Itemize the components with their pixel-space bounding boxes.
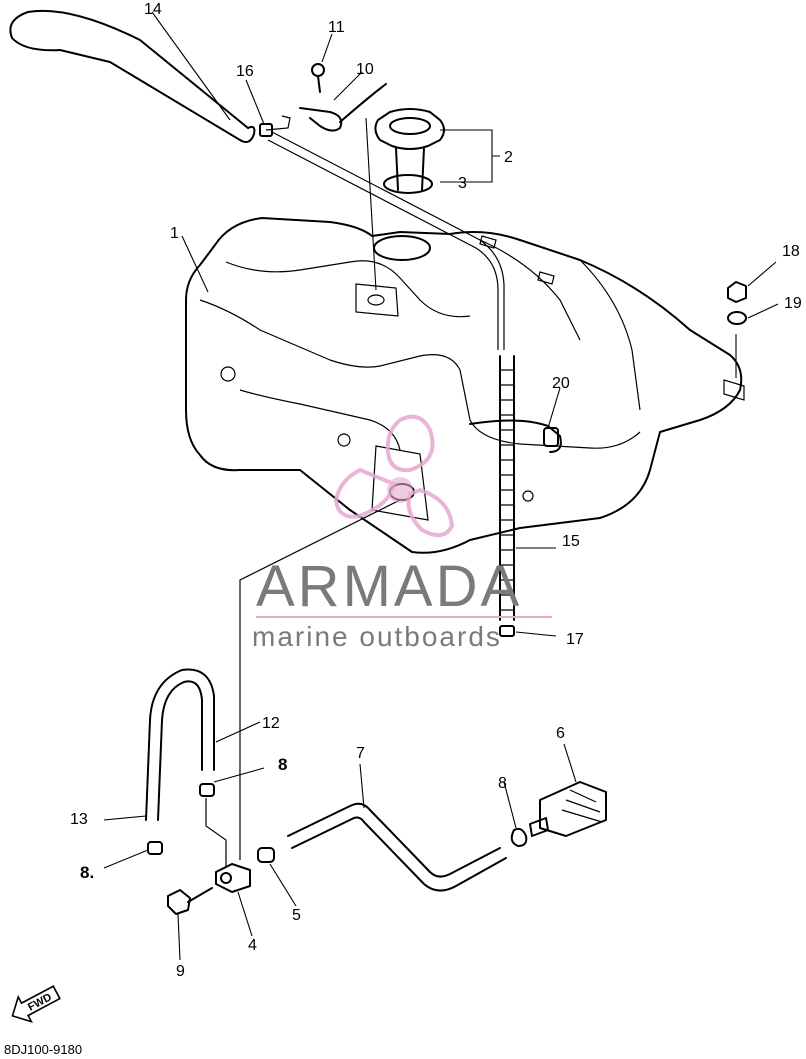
callout-13: 13 bbox=[70, 811, 88, 828]
callout-17: 17 bbox=[566, 631, 584, 648]
callout-1: 1 bbox=[170, 225, 179, 242]
part-fuel-filter bbox=[529, 781, 607, 837]
part-fuel-tank bbox=[185, 217, 745, 554]
callout-2: 2 bbox=[504, 149, 513, 166]
drawing-code: 8DJ100-9180 bbox=[4, 1042, 82, 1057]
callout-18: 18 bbox=[782, 243, 800, 260]
breather-line bbox=[271, 131, 505, 350]
watermark-brand: ARMADA bbox=[256, 554, 522, 619]
part-drain-clamp bbox=[499, 625, 515, 637]
callout-14: 14 bbox=[144, 1, 162, 18]
part-joint bbox=[257, 847, 275, 863]
part-hose-clamp-upper bbox=[199, 783, 215, 797]
forward-arrow-label: FWD bbox=[26, 991, 54, 1013]
callout-19: 19 bbox=[784, 295, 802, 312]
watermark-logo-mark bbox=[333, 414, 455, 538]
part-cap-gasket bbox=[383, 174, 433, 194]
leader-lines bbox=[103, 11, 779, 961]
callout-10: 10 bbox=[356, 61, 374, 78]
part-bolt bbox=[167, 887, 213, 915]
part-hose-clamp-lower bbox=[147, 841, 163, 855]
part-fuel-cap bbox=[374, 108, 445, 191]
part-filter-clamp bbox=[510, 827, 528, 847]
part-fuel-hose bbox=[145, 668, 215, 821]
part-screw-top bbox=[311, 63, 325, 93]
part-strap bbox=[469, 419, 562, 453]
assembly-guide-line bbox=[239, 499, 401, 860]
part-valve-fitting bbox=[265, 83, 387, 132]
callout-11: 11 bbox=[328, 19, 345, 36]
part-fuel-pipe bbox=[287, 802, 507, 892]
callout-15: 15 bbox=[562, 533, 580, 550]
callout-3: 3 bbox=[458, 175, 467, 192]
callout-4: 4 bbox=[248, 937, 257, 954]
callout-12: 12 bbox=[262, 715, 280, 732]
callout-16: 16 bbox=[236, 63, 254, 80]
watermark-tagline: marine outboards bbox=[252, 621, 502, 652]
part-drain-hose bbox=[499, 355, 515, 621]
callout-7: 7 bbox=[356, 745, 365, 762]
part-vent-hose bbox=[9, 9, 256, 143]
callout-6: 6 bbox=[556, 725, 565, 742]
part-nut bbox=[727, 281, 747, 303]
callout-9: 9 bbox=[176, 963, 185, 980]
forward-direction-arrow: FWD bbox=[11, 985, 61, 1024]
callout-20: 20 bbox=[552, 375, 570, 392]
part-fuel-cock bbox=[215, 863, 251, 893]
callout-8-upper: 8 bbox=[278, 755, 287, 774]
callout-8-filter: 8 bbox=[498, 775, 507, 792]
callout-5: 5 bbox=[292, 907, 301, 924]
callout-8-lower: 8. bbox=[80, 863, 94, 882]
part-washer bbox=[727, 311, 747, 325]
